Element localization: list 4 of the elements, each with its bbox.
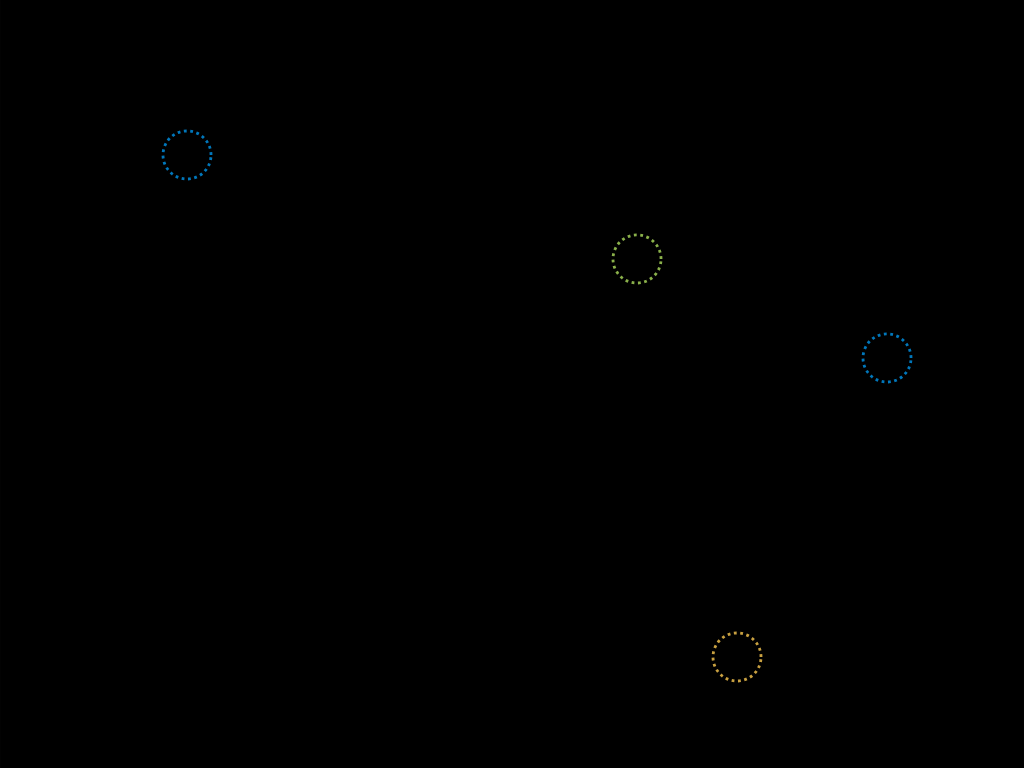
- circle-marker: [861, 332, 913, 384]
- circle-marker: [611, 233, 663, 285]
- circle-marker: [161, 129, 213, 181]
- circle-marker: [711, 631, 763, 683]
